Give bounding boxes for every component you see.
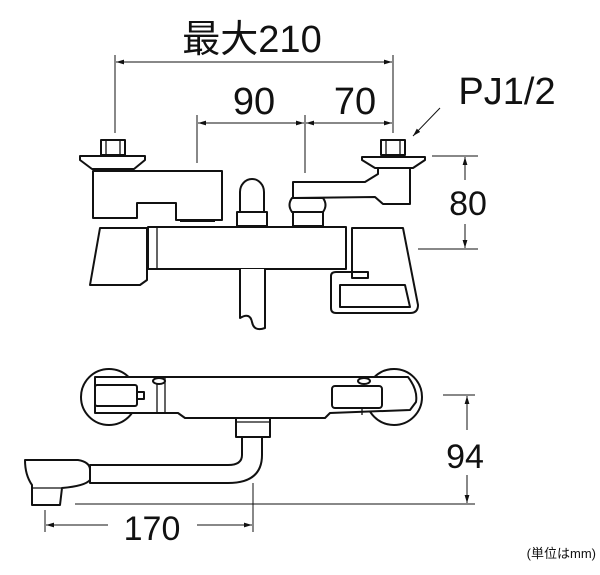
left-inlet-nut	[79, 139, 146, 170]
right-inlet-fitting	[288, 139, 426, 227]
dimension-reach: 170	[44, 483, 254, 548]
dimension-label-94: 94	[446, 438, 484, 476]
center-knob	[236, 178, 268, 227]
dimension-label-90: 90	[233, 81, 275, 123]
top-view	[24, 368, 423, 506]
unit-note: (単位はmm)	[527, 546, 596, 561]
left-handle	[92, 170, 223, 221]
spout	[89, 436, 263, 484]
spout-tip	[24, 459, 91, 506]
dimension-depth: 94	[75, 394, 484, 505]
dimension-label-overall: 最大210	[182, 19, 321, 61]
connection-label: PJ1/2	[458, 71, 555, 113]
drain-pipe	[239, 269, 266, 331]
dimension-label-170: 170	[124, 510, 181, 548]
dimension-overall: 最大210	[114, 19, 394, 133]
main-body	[89, 226, 419, 314]
front-view	[79, 139, 426, 331]
dimension-label-70: 70	[334, 81, 376, 123]
dimension-90-70: 90 70	[196, 81, 392, 173]
dimension-label-80: 80	[449, 185, 487, 223]
dimension-height: 80	[418, 155, 487, 250]
connection-callout: PJ1/2	[412, 71, 556, 137]
